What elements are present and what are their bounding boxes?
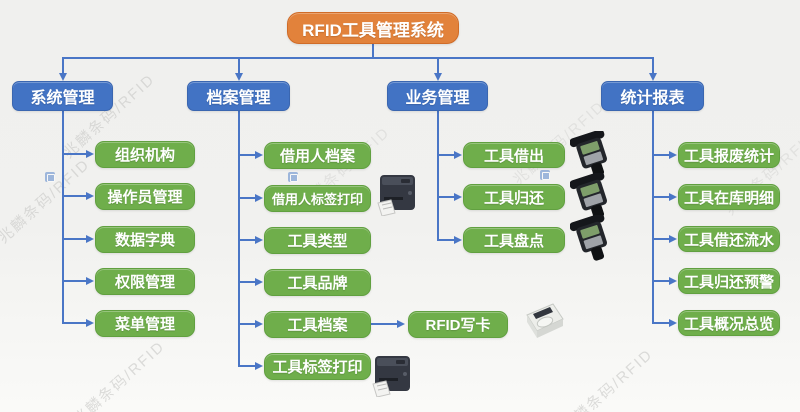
watermark-text: 兆麟条码/RFID <box>70 337 169 412</box>
connector-line <box>239 239 256 241</box>
arrow-right-icon <box>86 192 94 200</box>
arrow-right-icon <box>255 362 263 370</box>
connector-line <box>438 196 455 198</box>
header-business-mgmt: 业务管理 <box>387 81 488 111</box>
arrow-right-icon <box>397 320 405 328</box>
arrow-right-icon <box>86 150 94 158</box>
node-tool-type: 工具类型 <box>264 227 371 254</box>
connector-line <box>652 111 654 324</box>
header-report-stats: 统计报表 <box>601 81 704 111</box>
node-tool-label-print: 工具标签打印 <box>264 353 371 380</box>
arrow-right-icon <box>86 235 94 243</box>
node-borrower-label-print: 借用人标签打印 <box>264 185 371 212</box>
connector-line <box>62 111 64 324</box>
node-borrower-archive: 借用人档案 <box>264 142 371 169</box>
connector-line <box>63 322 87 324</box>
arrow-right-icon <box>255 320 263 328</box>
node-menu-mgmt: 菜单管理 <box>95 310 195 337</box>
connector-line <box>62 57 654 59</box>
handheld-rfid-reader-image <box>570 131 608 177</box>
connector-line <box>63 195 87 197</box>
node-tool-overview: 工具概况总览 <box>678 310 780 336</box>
arrow-right-icon <box>86 277 94 285</box>
rfid-card-writer-image <box>526 303 564 338</box>
connector-line <box>653 280 670 282</box>
label-printer-image <box>372 356 410 397</box>
handheld-rfid-reader-image <box>570 173 608 219</box>
connector-line <box>238 57 240 74</box>
connector-line <box>239 323 256 325</box>
node-tool-lend-return-flow: 工具借还流水 <box>678 226 780 252</box>
arrow-right-icon <box>669 151 677 159</box>
arrow-right-icon <box>669 319 677 327</box>
connector-line <box>653 196 670 198</box>
arrow-right-icon <box>669 235 677 243</box>
node-tool-return-warning: 工具归还预警 <box>678 268 780 294</box>
brand-logo-icon <box>540 170 550 180</box>
arrow-right-icon <box>255 236 263 244</box>
node-tool-stock-detail: 工具在库明细 <box>678 184 780 210</box>
connector-line <box>63 153 87 155</box>
node-tool-inventory: 工具盘点 <box>463 227 565 253</box>
arrow-down-icon <box>59 73 67 81</box>
connector-line <box>438 239 455 241</box>
arrow-down-icon <box>649 73 657 81</box>
header-archive-mgmt: 档案管理 <box>187 81 290 111</box>
arrow-right-icon <box>255 151 263 159</box>
arrow-right-icon <box>669 193 677 201</box>
arrow-down-icon <box>235 73 243 81</box>
connector-line <box>239 365 256 367</box>
connector-line <box>62 57 64 74</box>
connector-line <box>437 57 439 74</box>
arrow-down-icon <box>434 73 442 81</box>
brand-logo-icon <box>288 172 298 182</box>
arrow-right-icon <box>255 278 263 286</box>
node-org-structure: 组织机构 <box>95 141 195 168</box>
node-tool-archive: 工具档案 <box>264 311 371 338</box>
node-tool-lend: 工具借出 <box>463 142 565 168</box>
arrow-right-icon <box>255 194 263 202</box>
watermark-text: 兆麟条码/RFID <box>558 345 657 412</box>
connector-line <box>239 197 256 199</box>
connector-line <box>653 154 670 156</box>
watermark-text: 兆麟条码/RFID <box>0 155 94 247</box>
arrow-right-icon <box>454 236 462 244</box>
connector-line <box>63 238 87 240</box>
connector-line <box>437 111 439 241</box>
connector-line <box>652 57 654 74</box>
connector-line <box>653 238 670 240</box>
arrow-right-icon <box>454 193 462 201</box>
label-printer-image <box>377 175 415 216</box>
node-data-dictionary: 数据字典 <box>95 226 195 253</box>
node-operator-mgmt: 操作员管理 <box>95 183 195 210</box>
connector-line <box>438 154 455 156</box>
arrow-right-icon <box>669 277 677 285</box>
brand-logo-icon <box>45 172 55 182</box>
node-tool-scrap-stats: 工具报废统计 <box>678 142 780 168</box>
arrow-right-icon <box>86 319 94 327</box>
arrow-right-icon <box>454 151 462 159</box>
connector-line <box>372 44 374 58</box>
page-title: RFID工具管理系统 <box>287 12 459 44</box>
node-tool-brand: 工具品牌 <box>264 269 371 296</box>
connector-line <box>63 280 87 282</box>
header-system-mgmt: 系统管理 <box>12 81 113 111</box>
connector-line <box>239 154 256 156</box>
node-rfid-write-card: RFID写卡 <box>408 311 508 338</box>
connector-line <box>239 281 256 283</box>
node-tool-return: 工具归还 <box>463 184 565 210</box>
node-permission-mgmt: 权限管理 <box>95 268 195 295</box>
handheld-rfid-reader-image <box>570 215 608 261</box>
connector-line <box>653 322 670 324</box>
connector-line <box>371 323 398 325</box>
